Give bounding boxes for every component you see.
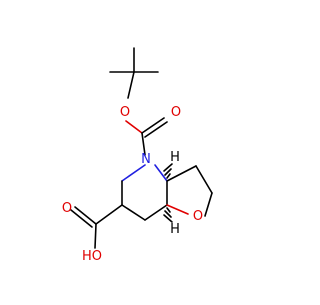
bond-c3a-n xyxy=(154,164,168,182)
bond-c6-c7 xyxy=(121,204,146,221)
bond-c2-o xyxy=(204,192,213,217)
bond-olink-to-carbonyl xyxy=(125,120,143,134)
bond-o-c7a xyxy=(166,204,189,215)
atom-n: N xyxy=(141,152,151,167)
tert-butyl-group xyxy=(109,47,159,99)
bond-acid-to-oh xyxy=(94,223,97,249)
atom-o-acid-carbonyl: O xyxy=(62,201,72,216)
bond-tbu-to-o xyxy=(127,71,135,99)
atom-o-ring: O xyxy=(193,209,203,224)
stereo-hash-top xyxy=(163,163,173,179)
atom-oh: HO xyxy=(82,249,102,264)
bond-acid-double-b xyxy=(70,209,93,228)
structure-svg: O O N H H O O HO xyxy=(62,47,213,264)
carboxylic-acid xyxy=(70,204,123,249)
atom-o-ester-carbonyl: O xyxy=(171,105,181,120)
atom-o-ester-link: O xyxy=(120,105,130,120)
bond-carbonyl-c-to-o-b xyxy=(144,121,168,138)
boc-ester xyxy=(125,117,168,156)
bond-carbonyl-to-n xyxy=(141,132,146,156)
molecule-diagram: O O N H H O O HO xyxy=(62,47,213,264)
bond-c3a-c3 xyxy=(166,165,197,182)
tetrahydrofuran-ring xyxy=(166,165,213,217)
bond-n-c5 xyxy=(121,164,146,182)
piperidine-ring xyxy=(121,164,168,221)
bond-acid-double-a xyxy=(74,206,97,225)
stereo-hash-bottom xyxy=(163,207,173,223)
bond-carbonyl-c-to-o-a xyxy=(141,117,165,134)
atom-h-bottom: H xyxy=(170,222,180,237)
bond-c7-c7a xyxy=(144,204,168,221)
atom-h-top: H xyxy=(170,150,180,165)
bond-c3-c2 xyxy=(195,165,213,194)
bond-c6-acid-c xyxy=(95,204,123,225)
